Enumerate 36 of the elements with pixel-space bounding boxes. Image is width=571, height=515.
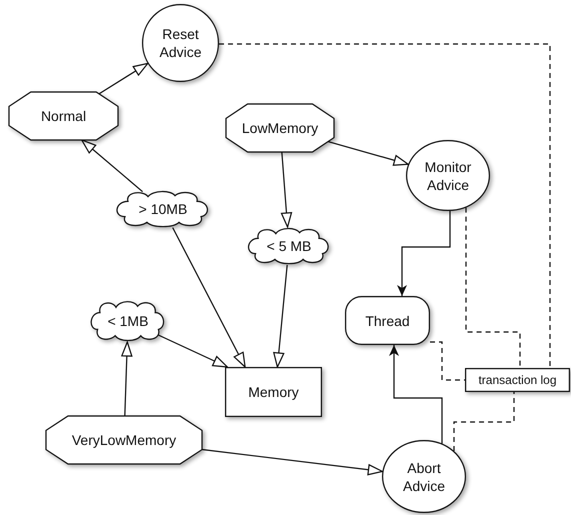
dashed-connector: [453, 392, 515, 451]
octagon-node: [9, 92, 118, 140]
node-label: > 10MB: [138, 200, 188, 218]
rect-node: [465, 368, 570, 392]
arrow: [158, 334, 228, 368]
node-label: Thread: [365, 312, 410, 330]
arrow: [81, 139, 143, 192]
arrow: [202, 448, 383, 476]
node-label: Abort Advice: [402, 458, 446, 494]
rounded-node: [345, 296, 430, 345]
node-label: Normal: [40, 107, 86, 125]
ellipse-node: [142, 4, 219, 82]
arrow: [397, 210, 451, 296]
node-label: Reset Advice: [158, 25, 203, 61]
arrow: [273, 264, 288, 368]
dashed-connector: [465, 208, 521, 368]
ellipse-node: [406, 140, 490, 211]
node-label: < 1MB: [108, 312, 148, 330]
dashed-connector: [218, 43, 551, 368]
octagon-node: [226, 104, 334, 152]
node-label: Memory: [248, 383, 299, 401]
node-label: VeryLowMemory: [72, 431, 176, 449]
arrow: [98, 62, 148, 94]
node-label: < 5 MB: [266, 237, 312, 255]
node-label: transaction log: [478, 372, 557, 389]
arrow: [280, 152, 292, 228]
ellipse-node: [382, 440, 466, 513]
node-label: Monitor Advice: [424, 158, 472, 194]
rect-node: [225, 367, 322, 417]
dashed-connector: [430, 341, 465, 381]
arrow: [389, 345, 443, 444]
octagon-node: [46, 416, 202, 464]
arrow: [328, 141, 409, 166]
arrow: [121, 341, 132, 416]
node-label: LowMemory: [242, 119, 318, 137]
arrow: [172, 227, 246, 368]
